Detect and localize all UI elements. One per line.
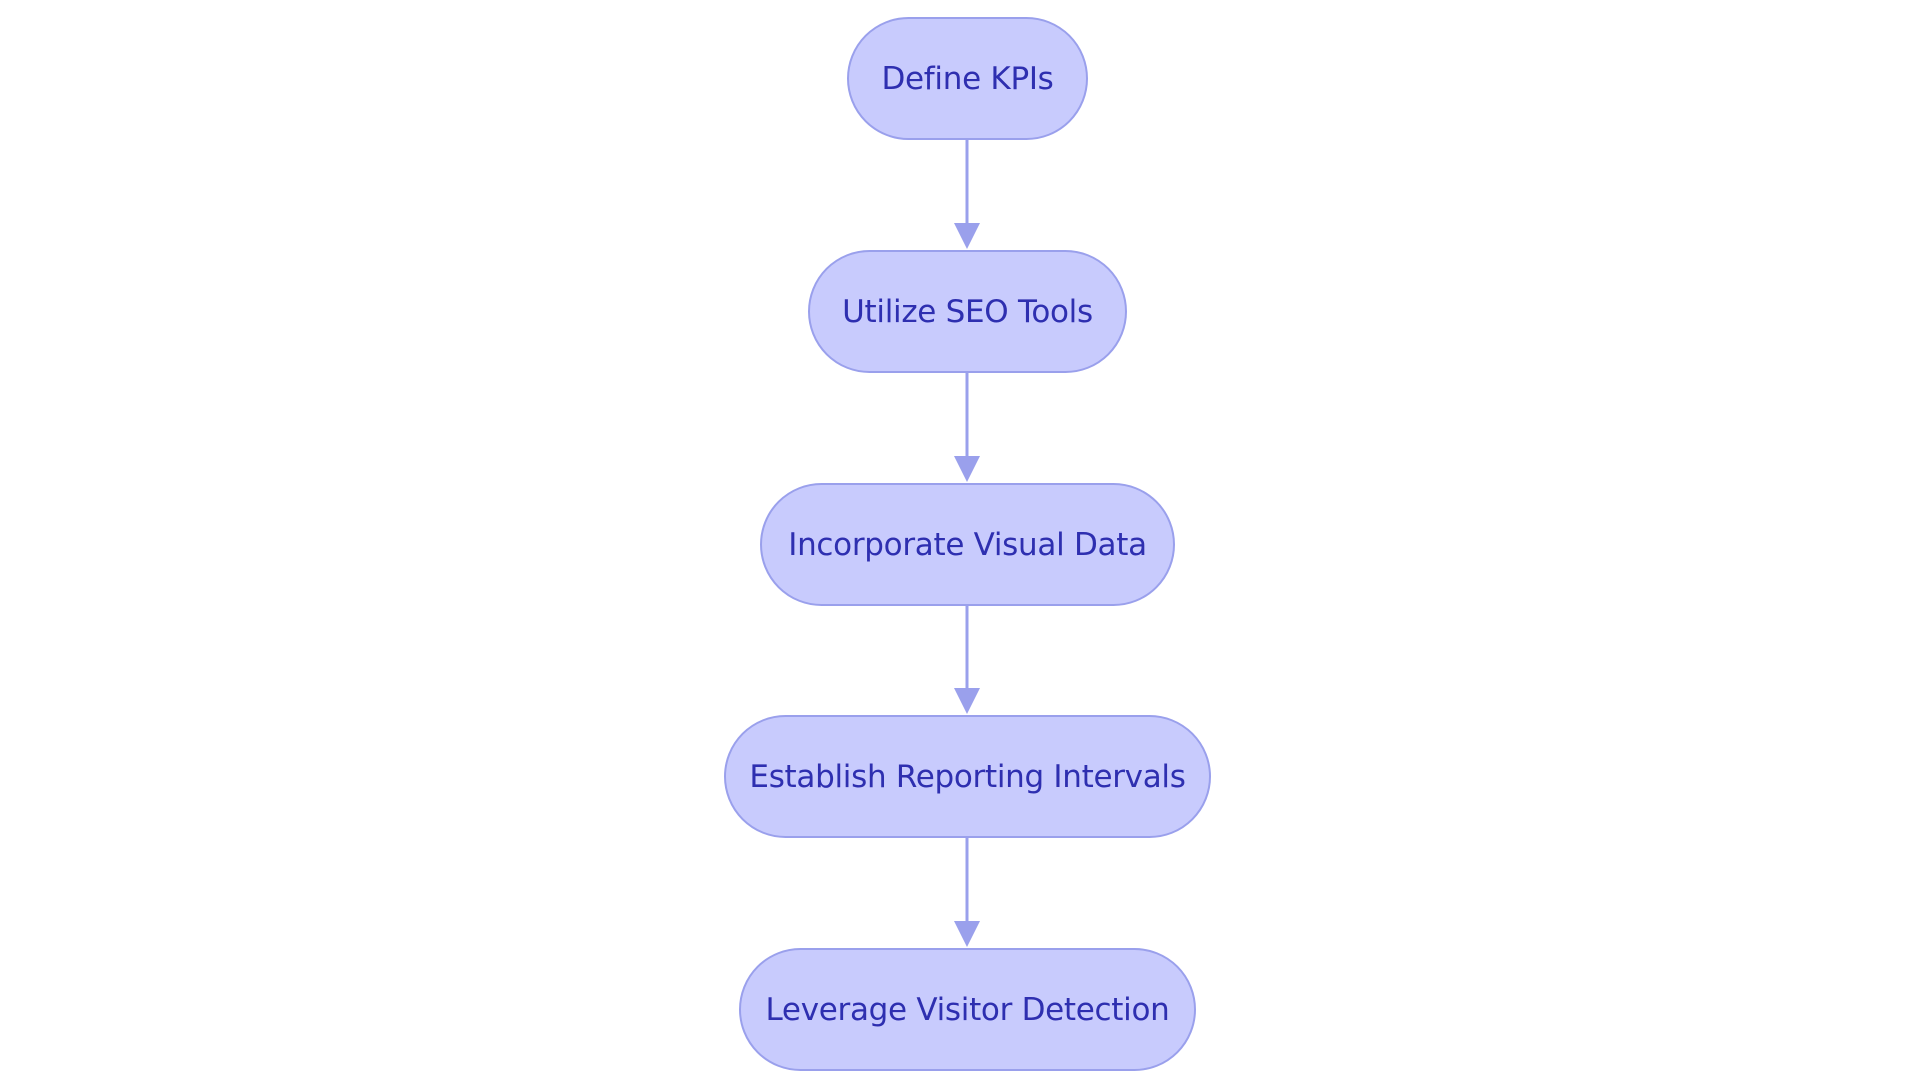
node-leverage-visitor-detection: Leverage Visitor Detection bbox=[739, 948, 1196, 1071]
node-define-kpis: Define KPIs bbox=[847, 17, 1088, 140]
node-incorporate-visual-data: Incorporate Visual Data bbox=[760, 483, 1175, 606]
node-label: Leverage Visitor Detection bbox=[765, 991, 1170, 1028]
arrow-define-to-seo bbox=[954, 140, 980, 249]
arrow-visual-to-reporting bbox=[954, 606, 980, 714]
node-label: Establish Reporting Intervals bbox=[749, 758, 1186, 795]
node-utilize-seo-tools: Utilize SEO Tools bbox=[808, 250, 1127, 373]
node-label: Utilize SEO Tools bbox=[842, 293, 1093, 330]
node-label: Incorporate Visual Data bbox=[788, 526, 1147, 563]
arrow-reporting-to-visitor bbox=[954, 838, 980, 947]
arrow-seo-to-visual bbox=[954, 373, 980, 482]
node-label: Define KPIs bbox=[881, 60, 1054, 97]
node-establish-reporting-intervals: Establish Reporting Intervals bbox=[724, 715, 1211, 838]
